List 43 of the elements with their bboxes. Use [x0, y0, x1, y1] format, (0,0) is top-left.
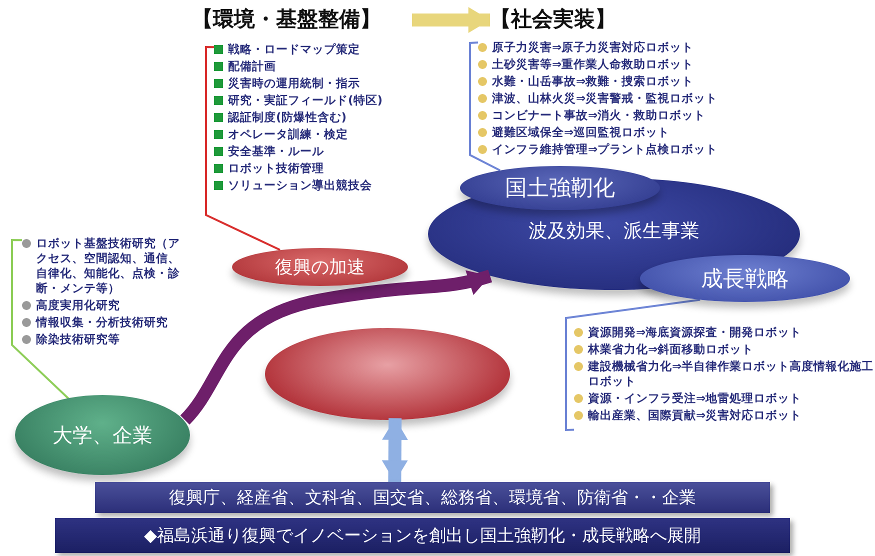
ellipse-label: 国土強靭化 [505, 175, 615, 203]
ellipse-label: 波及効果、派生事業 [528, 219, 700, 244]
list-item: 資源開発⇒海底資源探査・開発ロボット [588, 325, 802, 340]
heading-text: 【環境・基盤整備】 [192, 4, 412, 36]
list-item: 原子力災害⇒原子力災害対応ロボット [492, 40, 694, 55]
ellipse-label: 成長戦略 [701, 266, 789, 294]
list-item: 認証制度(防爆性含む) [228, 110, 347, 125]
list-item: 高度実用化研究 [36, 298, 120, 313]
bracket-line [205, 46, 280, 251]
list-item: 研究・実証フィールド(特区) [228, 93, 383, 108]
list-item: オペレータ訓練・検定 [228, 127, 348, 142]
ellipse [460, 166, 660, 210]
list-item: 情報収集・分析技術研究 [36, 315, 168, 330]
bracket-line [469, 42, 500, 172]
ellipse-label: 大学、企業 [52, 422, 152, 448]
ellipse-label: 復興の加速 [275, 256, 365, 279]
list-item: 水難・山岳事故⇒救難・捜索ロボット [492, 74, 694, 89]
list-item: 土砂災害等⇒重作業人命救助ロボット [492, 57, 694, 72]
arrow [180, 270, 492, 424]
list-item: インフラ維持管理⇒プラント点検ロボット [492, 142, 718, 157]
arrow [412, 7, 490, 33]
list-item: 災害時の運用統制・指示 [228, 76, 360, 91]
bracket-line [11, 238, 71, 401]
banner: ◆福島浜通り復興でイノベーションを創出し国土強靭化・成長戦略へ展開 [55, 518, 790, 553]
list-item: コンビナート事故⇒消火・救助ロボット [492, 108, 706, 123]
list-item: 輸出産業、国際貢献⇒災害対応ロボット [588, 408, 802, 423]
list-item: ソリューション導出競技会 [228, 178, 372, 193]
arrow [382, 418, 408, 482]
list-item: 津波、山林火災⇒災害警戒・監視ロボット [492, 91, 718, 106]
list-item: ロボット技術管理 [228, 161, 324, 176]
bracket-line [565, 298, 700, 432]
heading-text: 【社会実装】 [490, 4, 670, 36]
banner: 復興庁、経産省、文科省、国交省、総務省、環境省、防衛省・・企業 [95, 482, 770, 513]
list-item: 安全基準・ルール [228, 144, 324, 159]
list-item: 資源・インフラ受注⇒地雷処理ロボット [588, 391, 802, 406]
ellipse [232, 248, 408, 286]
list-item: 除染技術研究等 [36, 332, 120, 347]
list-item: ロボット基盤技術研究（アクセス、空間認知、通信、自律化、知能化、点検・診断・メンテ等） [36, 236, 181, 296]
list-item: 戦略・ロードマップ策定 [228, 42, 360, 57]
list-item: 配備計画 [228, 59, 276, 74]
list-item: 建設機械省力化⇒半自律作業ロボット高度情報化施工ロボット [588, 359, 874, 389]
list-item: 林業省力化⇒斜面移動ロボット [588, 342, 754, 357]
list-item: 避難区域保全⇒巡回監視ロボット [492, 125, 670, 140]
